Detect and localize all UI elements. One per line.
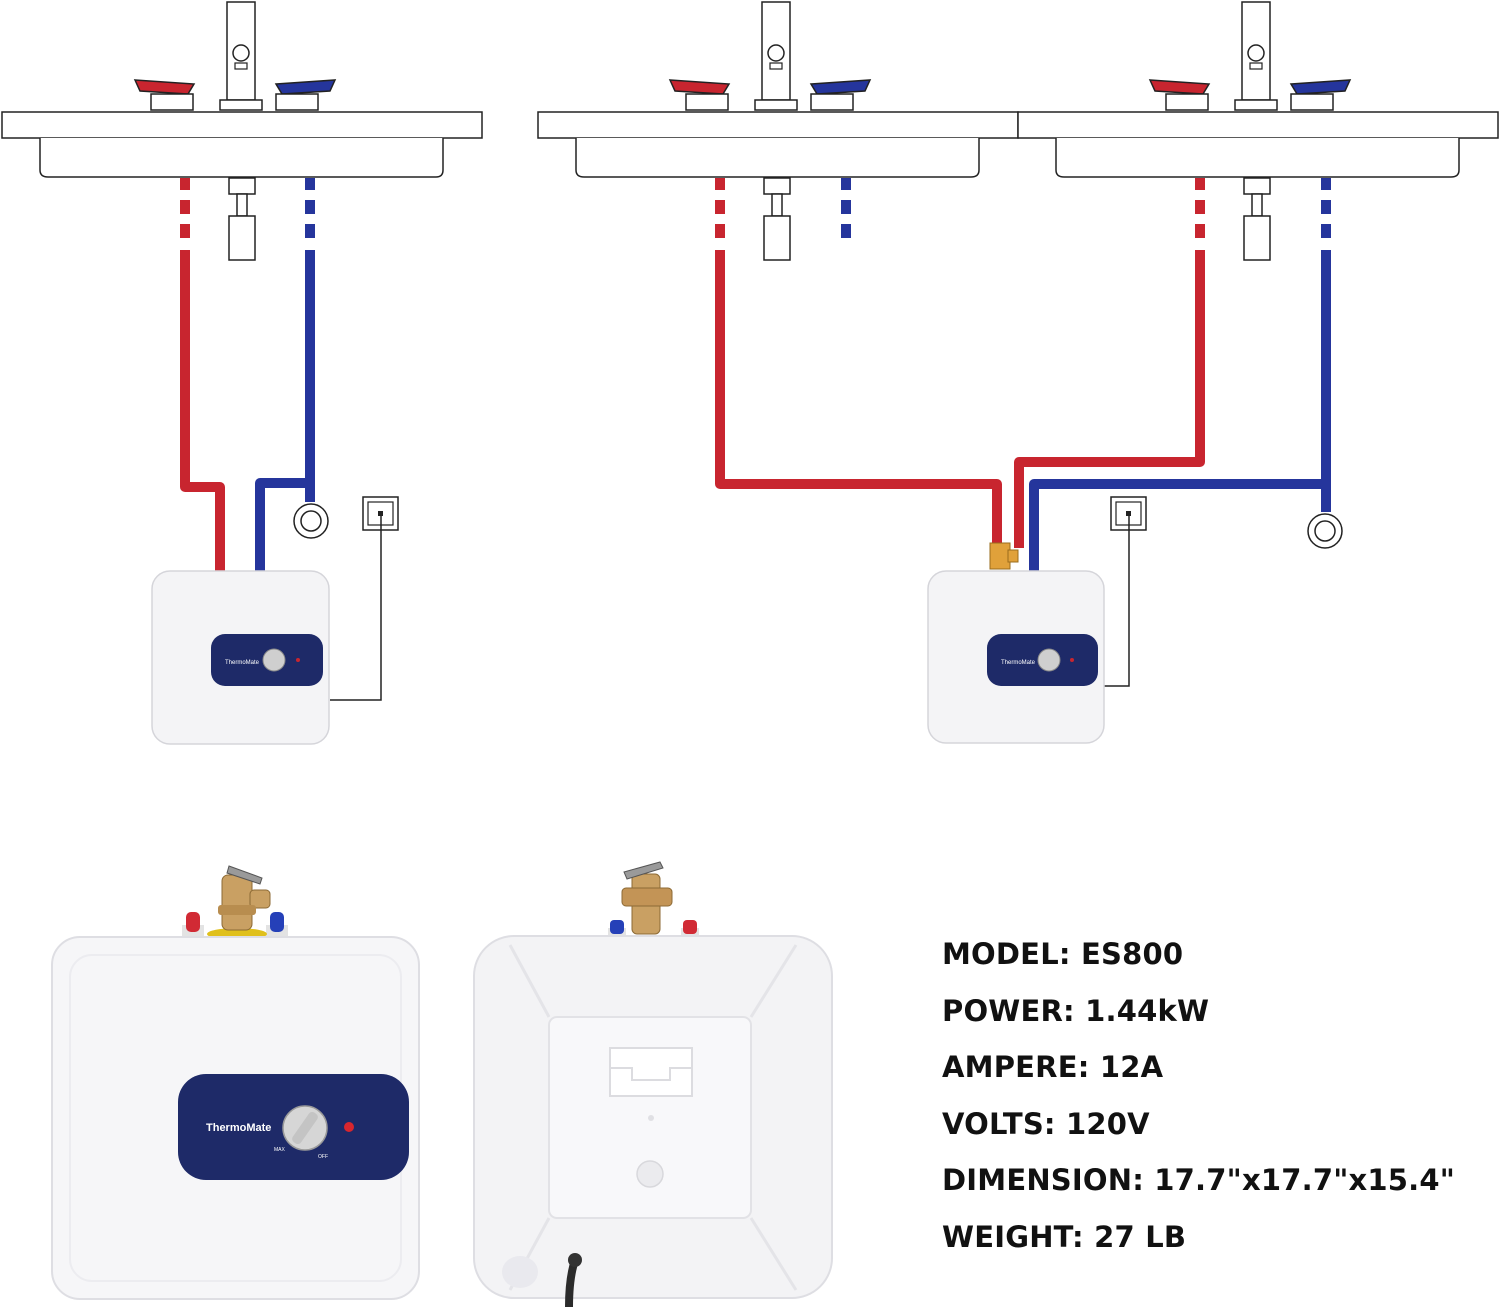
dial-off-label: OFF: [318, 1154, 328, 1160]
indicator-light: [296, 658, 300, 662]
power-cord: [1104, 514, 1130, 687]
indicator-light: [1070, 658, 1074, 662]
spec-list: MODEL: ES800 POWER: 1.44kW AMPERE: 12A V…: [942, 930, 1482, 1270]
heater-back-view: [473, 861, 833, 1307]
drain-pipe: [763, 177, 791, 261]
tee-fitting: [989, 542, 1011, 570]
spec-value: 27 LB: [1094, 1219, 1187, 1254]
spec-dimension: DIMENSION: 17.7"x17.7"x15.4": [942, 1156, 1482, 1213]
spec-ampere: AMPERE: 12A: [942, 1043, 1482, 1100]
spec-label: MODEL:: [942, 937, 1071, 971]
cold-pipe: [1029, 250, 1331, 572]
drain-pipe: [1243, 177, 1271, 261]
spec-value: 120V: [1066, 1106, 1150, 1141]
spec-weight: WEIGHT: 27 LB: [942, 1213, 1482, 1270]
indicator-light: [344, 1122, 354, 1132]
dial-max-label: MAX: [274, 1147, 286, 1153]
body-bevel: [508, 944, 798, 1291]
relief-valve-icon: [621, 861, 673, 935]
screw-hole: [648, 1115, 654, 1121]
hot-pipe: [180, 250, 225, 572]
cord-strain-relief: [568, 1253, 582, 1267]
cord-grommet: [502, 1256, 538, 1288]
faucet-icon: [134, 1, 336, 111]
tee-branch: [1007, 549, 1019, 563]
spec-label: POWER:: [942, 993, 1075, 1028]
sink-basin: [39, 138, 444, 178]
sink-basin: [575, 138, 980, 178]
drain-plug: [636, 1160, 664, 1188]
temperature-dial[interactable]: [262, 648, 286, 672]
hot-pipe: [715, 250, 1002, 548]
double-sink-diagram: ThermoMate: [537, 1, 1499, 744]
hot-inlet-connector: [681, 920, 699, 938]
spec-value: 12A: [1099, 1050, 1164, 1085]
shutoff-valve-icon: [1307, 513, 1343, 549]
countertop: [1017, 111, 1499, 139]
spec-value: ES800: [1080, 937, 1184, 971]
faucet-icon: [1149, 1, 1351, 111]
heater-front-view: ThermoMate MAX OFF: [51, 865, 420, 1300]
power-cord: [330, 514, 382, 701]
spec-label: VOLTS:: [942, 1106, 1056, 1141]
spec-value: 1.44kW: [1085, 993, 1210, 1028]
countertop: [1, 111, 483, 139]
power-cord-icon: [565, 1256, 579, 1307]
relief-valve-icon: [207, 865, 271, 940]
spec-model: MODEL: ES800: [942, 930, 1482, 987]
shutoff-valve-icon: [293, 503, 329, 539]
spec-label: DIMENSION:: [942, 1163, 1144, 1198]
brand-label: ThermoMate: [225, 660, 260, 666]
brand-label: ThermoMate: [1001, 660, 1036, 666]
spec-power: POWER: 1.44kW: [942, 987, 1482, 1044]
spec-label: WEIGHT:: [942, 1219, 1084, 1254]
temperature-dial[interactable]: [1037, 648, 1061, 672]
sink-basin: [1055, 138, 1460, 178]
faucet-icon: [669, 1, 871, 111]
spec-label: AMPERE:: [942, 1050, 1090, 1085]
dial-grip: [292, 1111, 318, 1145]
hot-pipe: [1014, 250, 1205, 548]
spec-value: 17.7"x17.7"x15.4": [1154, 1163, 1456, 1198]
single-sink-diagram: ThermoMate: [1, 1, 483, 745]
mounting-bracket: [609, 1047, 693, 1097]
drain-pipe: [228, 177, 256, 261]
spec-volts: VOLTS: 120V: [942, 1100, 1482, 1157]
brand-label: ThermoMate: [206, 1122, 271, 1134]
countertop: [537, 111, 1019, 139]
cold-inlet-connector: [608, 920, 626, 938]
